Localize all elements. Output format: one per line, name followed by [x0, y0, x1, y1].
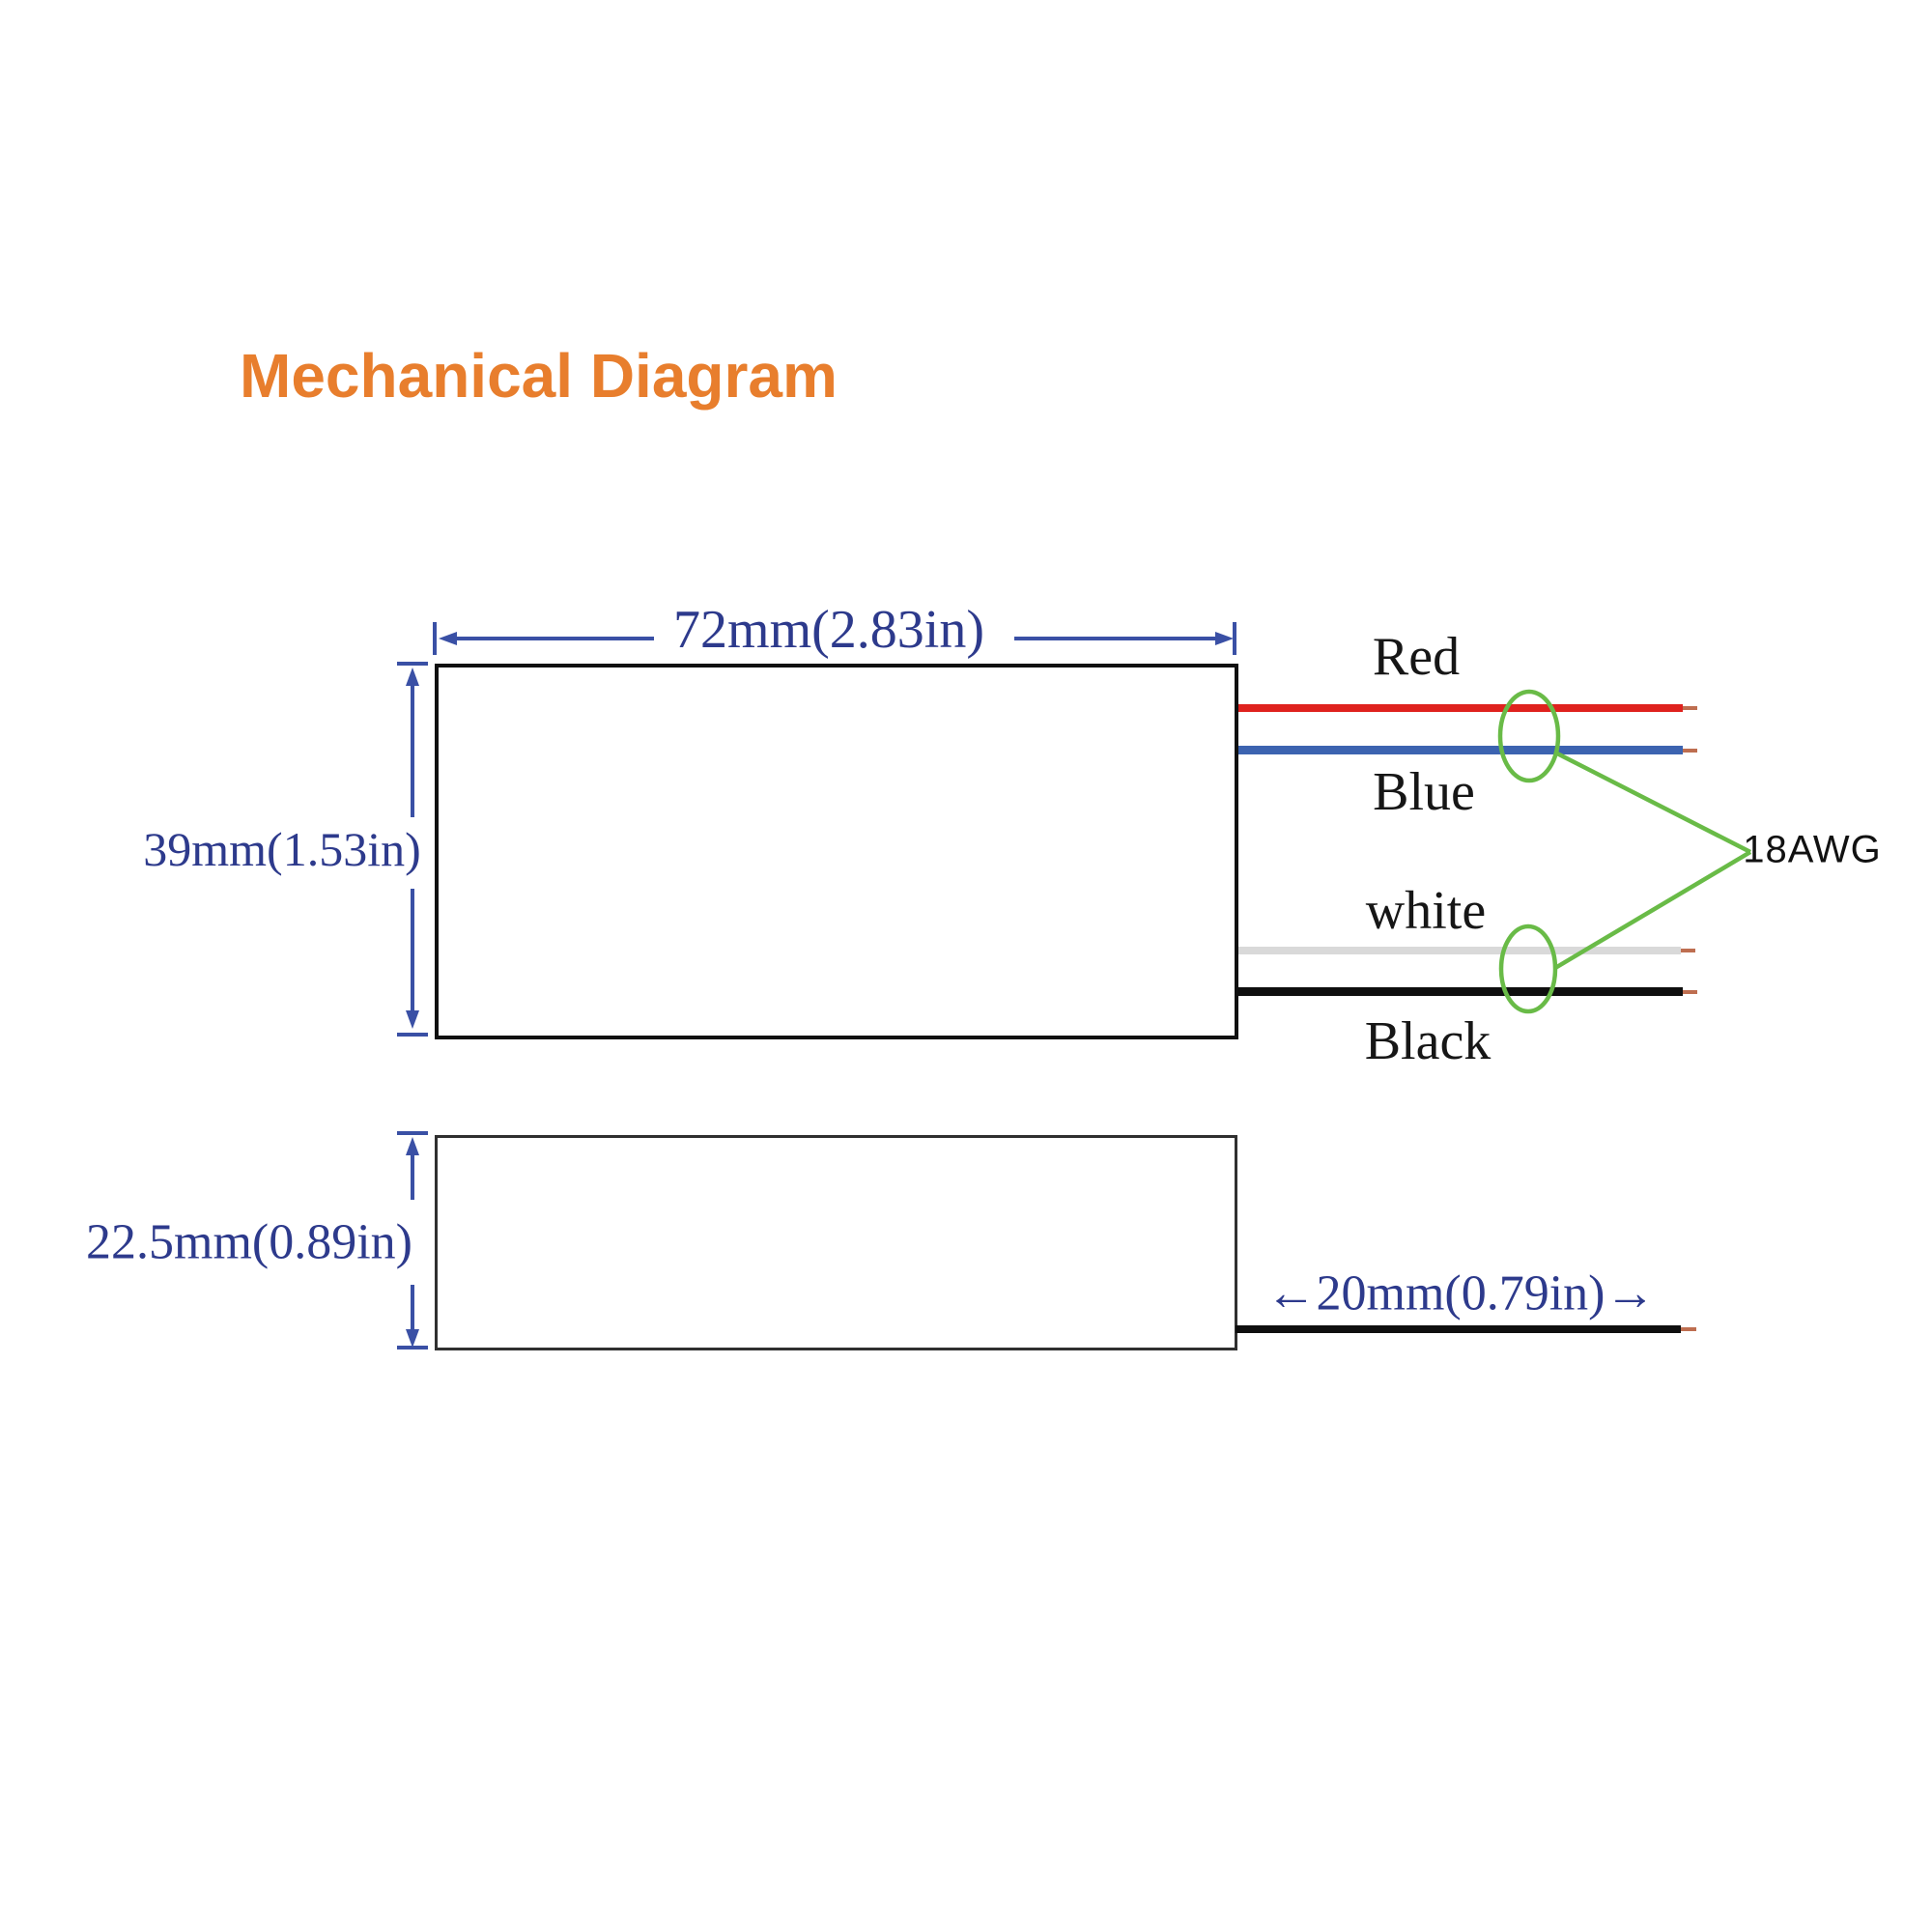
callout-line-top	[1555, 751, 1752, 855]
red-wire-label: Red	[1372, 627, 1461, 687]
black-wire-tip	[1683, 990, 1697, 994]
dimension-line	[411, 683, 414, 817]
dimension-tick	[397, 1033, 428, 1037]
black-wire-label: Black	[1364, 1011, 1492, 1071]
arrow-down-icon	[406, 1329, 419, 1348]
red-wire	[1238, 704, 1683, 712]
dimension-tick	[397, 1131, 428, 1135]
dimension-line	[411, 1285, 414, 1331]
white-wire-label: white	[1365, 881, 1487, 941]
dimension-line	[411, 1153, 414, 1200]
arrow-right-icon	[1215, 632, 1234, 645]
dimension-line	[1014, 637, 1217, 640]
device-body-top-view	[435, 664, 1238, 1039]
dimension-tick	[397, 1346, 428, 1350]
dimension-line	[411, 889, 414, 1012]
dimension-tick	[1233, 622, 1236, 655]
arrow-left-icon	[439, 632, 457, 645]
arrow-up-icon	[406, 668, 419, 686]
wire-length-dimension-label: ←20mm(0.79in)→	[1265, 1265, 1656, 1321]
side-view-wire-tip	[1681, 1327, 1696, 1331]
white-wire-tip	[1681, 949, 1695, 952]
blue-wire	[1238, 746, 1683, 754]
page-title: Mechanical Diagram	[240, 341, 838, 411]
height-dimension-label: 39mm(1.53in)	[137, 821, 427, 877]
blue-wire-tip	[1683, 749, 1697, 753]
wire-pair-circle-bottom	[1498, 923, 1558, 1014]
arrow-up-icon	[406, 1137, 419, 1155]
white-wire	[1238, 947, 1681, 954]
arrow-down-icon	[406, 1010, 419, 1029]
side-height-dimension-label: 22.5mm(0.89in)	[80, 1213, 418, 1271]
dimension-tick	[397, 662, 428, 666]
dimension-line	[454, 637, 654, 640]
side-view-black-wire	[1236, 1325, 1681, 1333]
wire-gauge-label: 18AWG	[1743, 828, 1882, 871]
device-body-side-view	[435, 1135, 1237, 1350]
black-wire	[1238, 987, 1683, 996]
dimension-tick	[433, 622, 437, 655]
blue-wire-label: Blue	[1373, 762, 1475, 822]
width-dimension-label: 72mm(2.83in)	[668, 599, 990, 661]
red-wire-tip	[1683, 706, 1697, 710]
